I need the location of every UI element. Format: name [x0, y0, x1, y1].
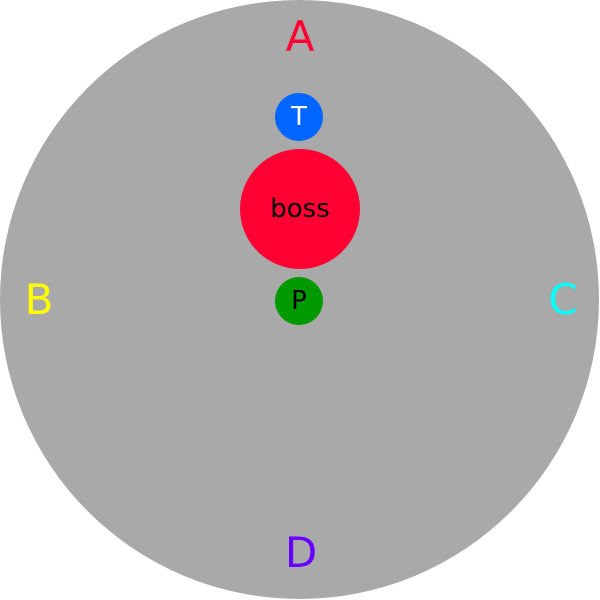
player-token[interactable]: P [275, 277, 323, 325]
player-token-label: P [291, 286, 307, 316]
waymark-c: C [548, 275, 578, 324]
boss-token-label: boss [270, 194, 330, 224]
tank-token[interactable]: T [275, 93, 323, 141]
waymark-b: B [24, 275, 54, 324]
tank-token-label: T [291, 102, 307, 132]
waymark-a: A [285, 12, 315, 61]
waymark-d: D [284, 528, 318, 577]
boss-token[interactable]: boss [240, 149, 360, 269]
